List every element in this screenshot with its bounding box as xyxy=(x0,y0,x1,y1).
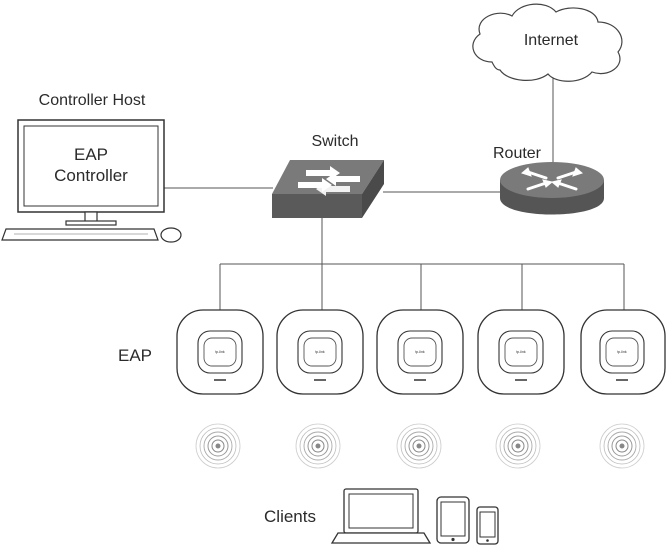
access-point-2: tp-link xyxy=(277,310,363,394)
ap-brand-3: tp-link xyxy=(415,350,425,354)
access-point-4: tp-link xyxy=(478,310,564,394)
wifi-signal-icon xyxy=(296,424,340,468)
ap-brand-2: tp-link xyxy=(315,350,325,354)
internet-label: Internet xyxy=(524,32,579,49)
access-point-3: tp-link xyxy=(377,310,463,394)
wifi-signal-icon xyxy=(600,424,644,468)
switch-icon xyxy=(272,160,384,218)
router-icon xyxy=(500,162,604,215)
laptop-icon xyxy=(332,489,430,543)
eap-label: EAP xyxy=(118,346,152,365)
ap-brand-5: tp-link xyxy=(617,350,627,354)
access-point-5: tp-link xyxy=(581,310,665,394)
wireless-signals xyxy=(196,424,644,468)
wifi-signal-icon xyxy=(397,424,441,468)
switch-label: Switch xyxy=(311,133,358,150)
mouse-icon xyxy=(161,228,181,242)
keyboard-icon xyxy=(2,229,158,240)
access-point-1: tp-link xyxy=(177,310,263,394)
access-point-row: tp-link tp-link tp-link tp-link xyxy=(177,310,665,394)
smartphone-icon xyxy=(477,507,498,544)
controller-host: Controller Host EAP Controller xyxy=(2,92,181,242)
tablet-icon xyxy=(437,497,469,543)
controller-title-line2: Controller xyxy=(54,166,128,185)
controller-host-label: Controller Host xyxy=(39,92,146,109)
clients-label: Clients xyxy=(264,507,316,526)
network-switch: Switch xyxy=(272,133,384,218)
router-label: Router xyxy=(493,145,542,162)
router: Router xyxy=(493,145,604,215)
ap-brand-1: tp-link xyxy=(215,350,225,354)
wifi-signal-icon xyxy=(196,424,240,468)
ap-brand-4: tp-link xyxy=(516,350,526,354)
wifi-signal-icon xyxy=(496,424,540,468)
clients-group: Clients xyxy=(264,489,498,544)
controller-title-line1: EAP xyxy=(74,145,108,164)
internet-cloud: Internet xyxy=(473,4,622,81)
